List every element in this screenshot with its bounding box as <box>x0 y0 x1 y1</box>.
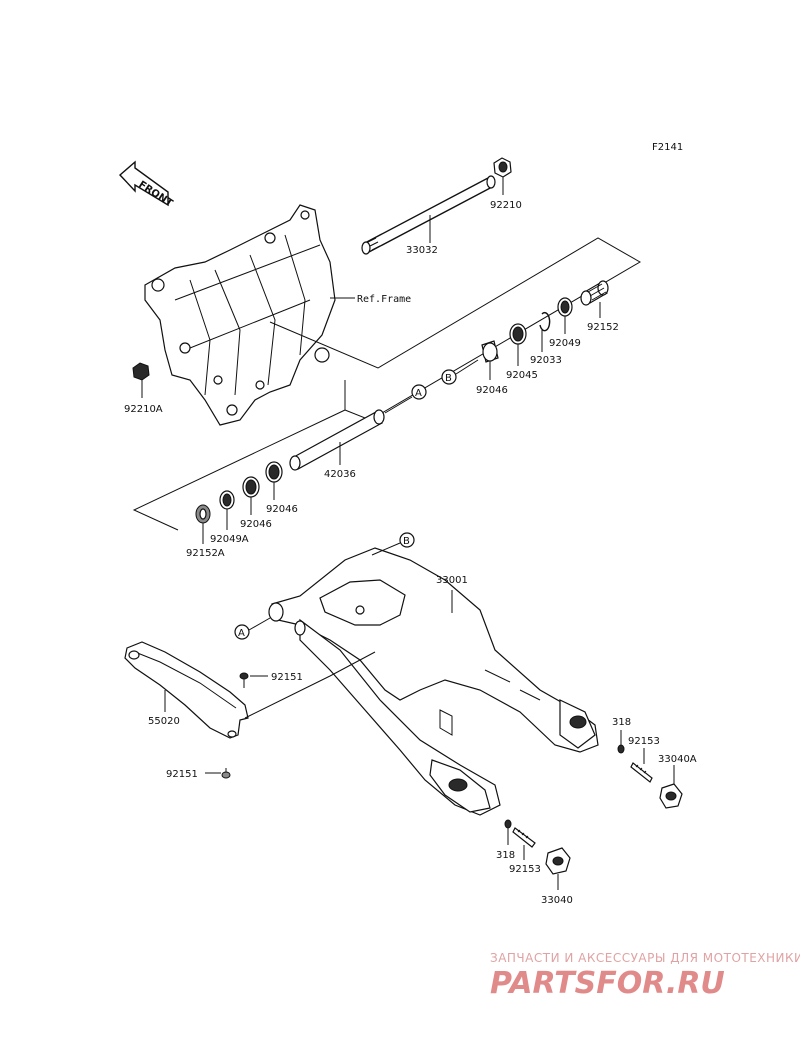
bearing-92046-a: 92046 <box>240 476 272 530</box>
front-arrow-icon: FRONT <box>118 160 175 209</box>
callout-B-letter-bottom: B <box>403 536 410 547</box>
nut-33040A: 33040A <box>658 754 697 809</box>
label-318-b: 318 <box>496 850 515 861</box>
label-33040: 33040 <box>541 895 573 906</box>
washer-318-b: 318 <box>496 819 515 861</box>
frame-illustration: Ref.Frame <box>144 204 411 426</box>
label-92049: 92049 <box>549 338 581 349</box>
label-33032: 33032 <box>406 245 438 256</box>
bolt-92151-b: 92151 <box>166 768 231 780</box>
label-55020: 55020 <box>148 716 180 727</box>
pivot-shaft-33032: 33032 <box>361 175 496 256</box>
label-33040A: 33040A <box>658 754 697 765</box>
sleeve-42036: 42036 <box>289 409 385 480</box>
label-92152A: 92152A <box>186 548 225 559</box>
nut-92210: 92210 <box>490 157 522 211</box>
label-92033: 92033 <box>530 355 562 366</box>
label-92210A: 92210A <box>124 404 163 415</box>
nut-92210A: 92210A <box>124 362 163 415</box>
circlip-92033: 92033 <box>530 311 562 366</box>
label-92153-b: 92153 <box>509 864 541 875</box>
collar-92152: 92152 <box>580 280 619 333</box>
label-33001: 33001 <box>436 575 468 586</box>
callout-A-bottom: A <box>234 617 271 640</box>
chain-guard-55020: 55020 <box>124 641 376 739</box>
collar-92152A: 92152A <box>186 504 225 559</box>
label-92153-a: 92153 <box>628 736 660 747</box>
front-label: FRONT <box>136 179 174 209</box>
watermark-tagline: ЗАПЧАСТИ И АКСЕССУАРЫ ДЛЯ МОТОТЕХНИКИ <box>490 951 800 965</box>
bearing-92046-top: 92046 <box>476 340 508 396</box>
bolt-92153-b: 92153 <box>509 827 541 875</box>
seal-92049A: 92049A <box>210 490 249 545</box>
callout-A-letter-bottom: A <box>238 628 245 639</box>
bolt-92151-a: 92151 <box>239 672 303 688</box>
label-92045: 92045 <box>506 370 538 381</box>
callout-A-letter-top: A <box>415 388 422 399</box>
label-92152: 92152 <box>587 322 619 333</box>
bolt-92153-a: 92153 <box>628 736 660 783</box>
bearing-92046-b: 92046 <box>265 461 298 515</box>
watermark-logo: PARTSFOR.RU <box>490 966 725 1001</box>
ref-frame-label: Ref.Frame <box>357 294 411 305</box>
callout-B-bottom: B <box>371 532 415 556</box>
label-42036: 42036 <box>324 469 356 480</box>
washer-318-a: 318 <box>612 717 631 754</box>
seal-92049: 92049 <box>549 297 581 349</box>
callout-A-top: A <box>384 384 427 414</box>
label-92151-a: 92151 <box>271 672 303 683</box>
callout-B-letter-top: B <box>445 373 452 384</box>
label-318-a: 318 <box>612 717 631 728</box>
nut-33040: 33040 <box>541 847 573 906</box>
callout-B-top: B <box>441 359 479 385</box>
label-92046-top: 92046 <box>476 385 508 396</box>
label-92049A: 92049A <box>210 534 249 545</box>
swingarm-33001: 33001 <box>268 547 599 816</box>
label-92046-b: 92046 <box>266 504 298 515</box>
watermark: ЗАПЧАСТИ И АКСЕССУАРЫ ДЛЯ МОТОТЕХНИКИ PA… <box>490 951 800 1001</box>
figure-code: F2141 <box>652 142 683 153</box>
label-92046-a: 92046 <box>240 519 272 530</box>
label-92210: 92210 <box>490 200 522 211</box>
label-92151-b: 92151 <box>166 769 198 780</box>
bearing-92045: 92045 <box>506 323 538 381</box>
